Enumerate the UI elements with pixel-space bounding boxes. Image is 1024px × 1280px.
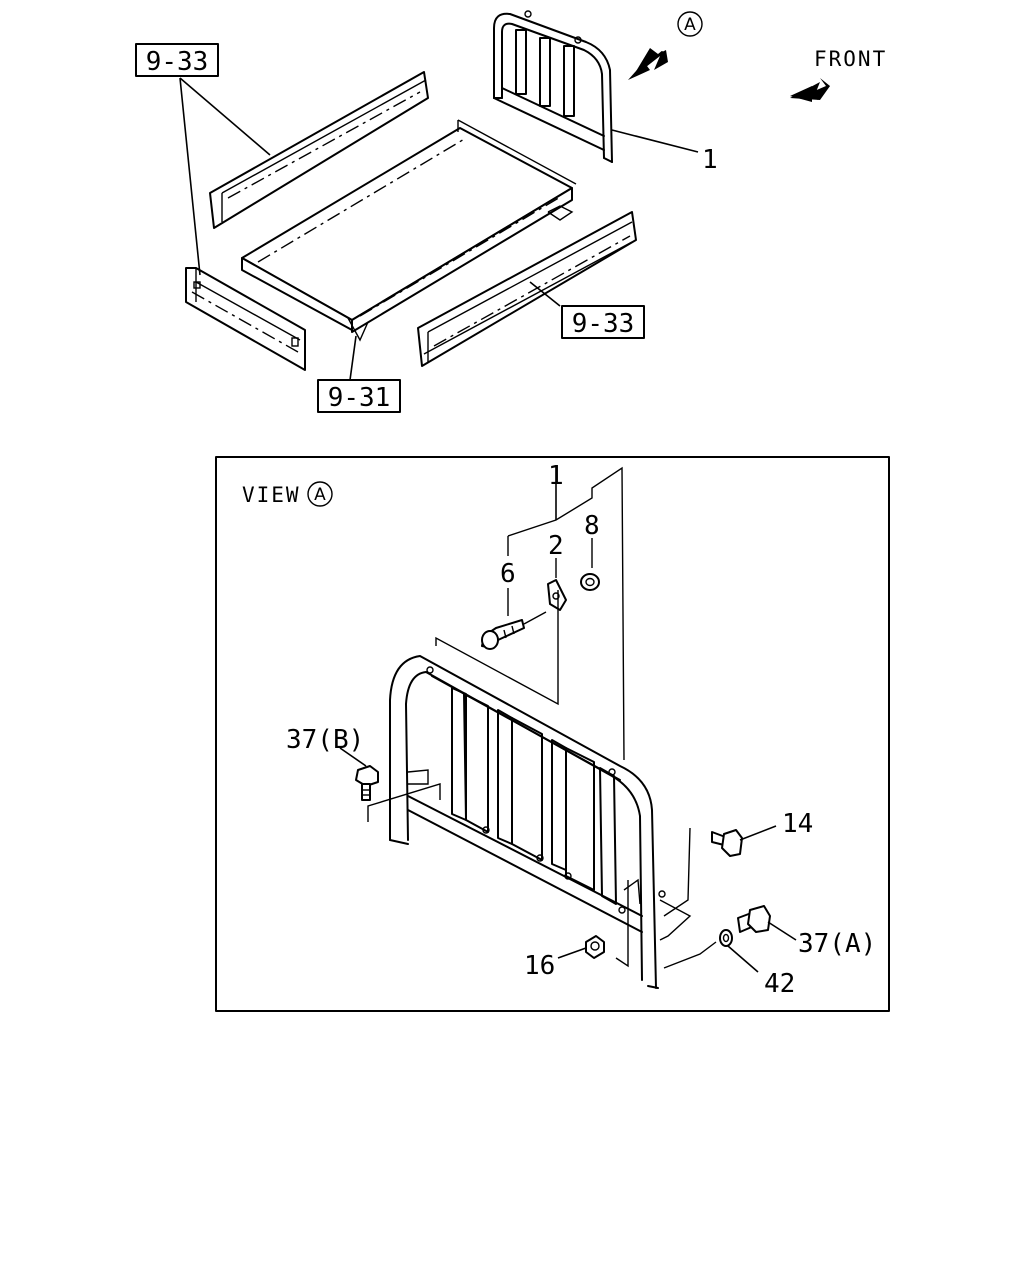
- view-a-marker-top: A: [677, 11, 703, 37]
- bolt-part-6: [481, 611, 547, 650]
- part-42-callout: 42: [764, 969, 795, 999]
- part-8-callout: 8: [584, 511, 600, 541]
- view-a-detail: VIEW A 1 2 8 6: [215, 456, 890, 1012]
- ref-box-9-31: 9-31: [317, 335, 401, 413]
- washer-part-42: [719, 929, 759, 973]
- bolt-part-37b: [339, 747, 379, 801]
- part-37a-callout: 37(A): [798, 929, 876, 959]
- bed-floor-panel: [241, 119, 577, 342]
- part-1-callout: 1: [548, 461, 564, 491]
- front-indicator: FRONT: [790, 47, 887, 102]
- view-a-marker-inner: [307, 481, 333, 507]
- view-a-title: VIEW: [242, 483, 301, 507]
- truck-bed-exploded-view: A FRONT 1 9-33 9-33 9-31: [135, 10, 887, 413]
- nut-part-8: [580, 573, 600, 591]
- ref-9-33-right-label: 9-33: [572, 309, 635, 339]
- ref-9-31-label: 9-31: [328, 383, 391, 413]
- view-a-marker-label: A: [684, 15, 696, 35]
- front-label: FRONT: [814, 47, 887, 71]
- ref-9-33-top-label: 9-33: [146, 47, 209, 77]
- rack-frame: [367, 590, 717, 989]
- left-side-panel-upper: [209, 71, 429, 229]
- part-16-callout: 16: [524, 951, 555, 981]
- view-a-arrow: [628, 48, 668, 80]
- left-side-panel-lower: [185, 267, 306, 371]
- bracket-leaders: [507, 466, 625, 761]
- bolt-part-37a: [737, 905, 797, 941]
- ref-box-9-33-top: 9-33: [135, 43, 271, 276]
- bolt-part-14: [711, 825, 777, 857]
- part-6-callout: 6: [500, 559, 516, 589]
- part-1-callout-top: 1: [702, 145, 718, 175]
- hinge-bracket: [547, 579, 567, 611]
- part-2-callout: 2: [548, 531, 564, 561]
- part-14-callout: 14: [782, 809, 813, 839]
- headboard-rack: [493, 10, 613, 163]
- nut-part-16: [557, 935, 605, 959]
- ref-box-9-33-right: 9-33: [529, 281, 645, 339]
- right-side-panel: [417, 211, 637, 367]
- view-a-frame: [215, 456, 890, 1012]
- view-a-inner-marker-label: A: [314, 485, 326, 505]
- part-37b-callout: 37(B): [286, 725, 364, 755]
